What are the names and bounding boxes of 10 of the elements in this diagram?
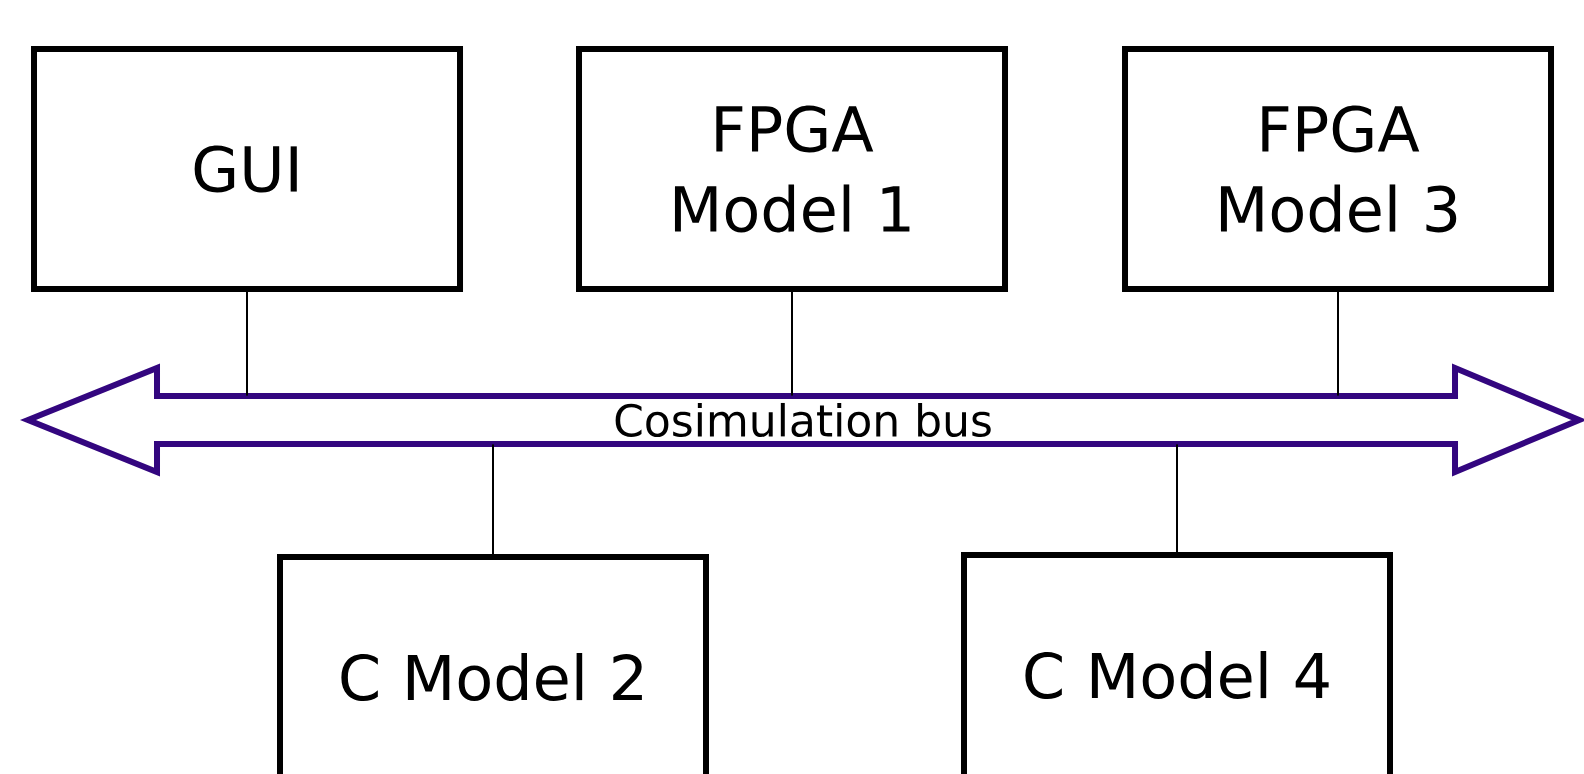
connector-line [246, 291, 248, 397]
model-box: C Model 2 [277, 554, 709, 774]
connector-line [1337, 291, 1339, 397]
connector-line [1176, 443, 1178, 553]
model-box: C Model 4 [961, 552, 1393, 774]
model-box: FPGA Model 1 [576, 46, 1008, 292]
connector-line [492, 443, 494, 555]
model-box: GUI [31, 46, 463, 292]
connector-line [791, 291, 793, 397]
model-box: FPGA Model 3 [1122, 46, 1554, 292]
